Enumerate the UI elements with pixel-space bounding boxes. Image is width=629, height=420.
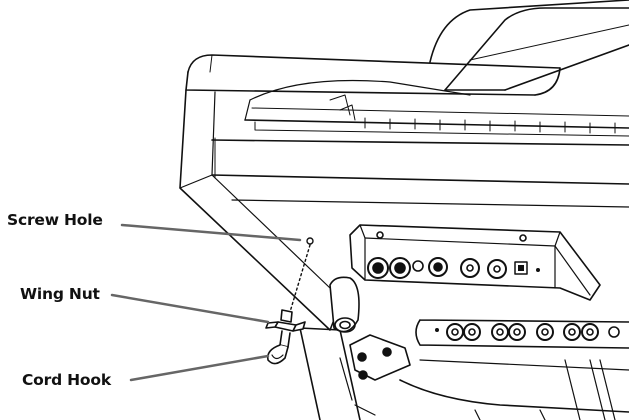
music-rest bbox=[429, 0, 629, 91]
underside-panel bbox=[231, 199, 629, 208]
jack-panel bbox=[349, 224, 601, 301]
leader-line-cord-hook bbox=[129, 354, 270, 382]
screw-hole-mark bbox=[306, 237, 314, 245]
lid-front-edge bbox=[185, 54, 561, 96]
alignment-guide bbox=[289, 244, 311, 313]
wing-nut-label: Wing Nut bbox=[20, 285, 100, 303]
front-body bbox=[211, 137, 629, 185]
screw-hole-label: Screw Hole bbox=[7, 211, 103, 229]
stand-leg bbox=[299, 276, 629, 420]
leader-lines bbox=[110, 223, 302, 382]
wing-nut-part bbox=[265, 309, 306, 332]
cord-hook-label: Cord Hook bbox=[22, 371, 111, 389]
lower-jack-panel bbox=[415, 319, 629, 349]
cord-hook-part bbox=[266, 330, 291, 365]
cheek-block bbox=[179, 89, 346, 331]
keyboard bbox=[244, 79, 629, 137]
leader-line-screw-hole bbox=[120, 223, 302, 242]
leader-line-wing-nut bbox=[110, 293, 270, 324]
